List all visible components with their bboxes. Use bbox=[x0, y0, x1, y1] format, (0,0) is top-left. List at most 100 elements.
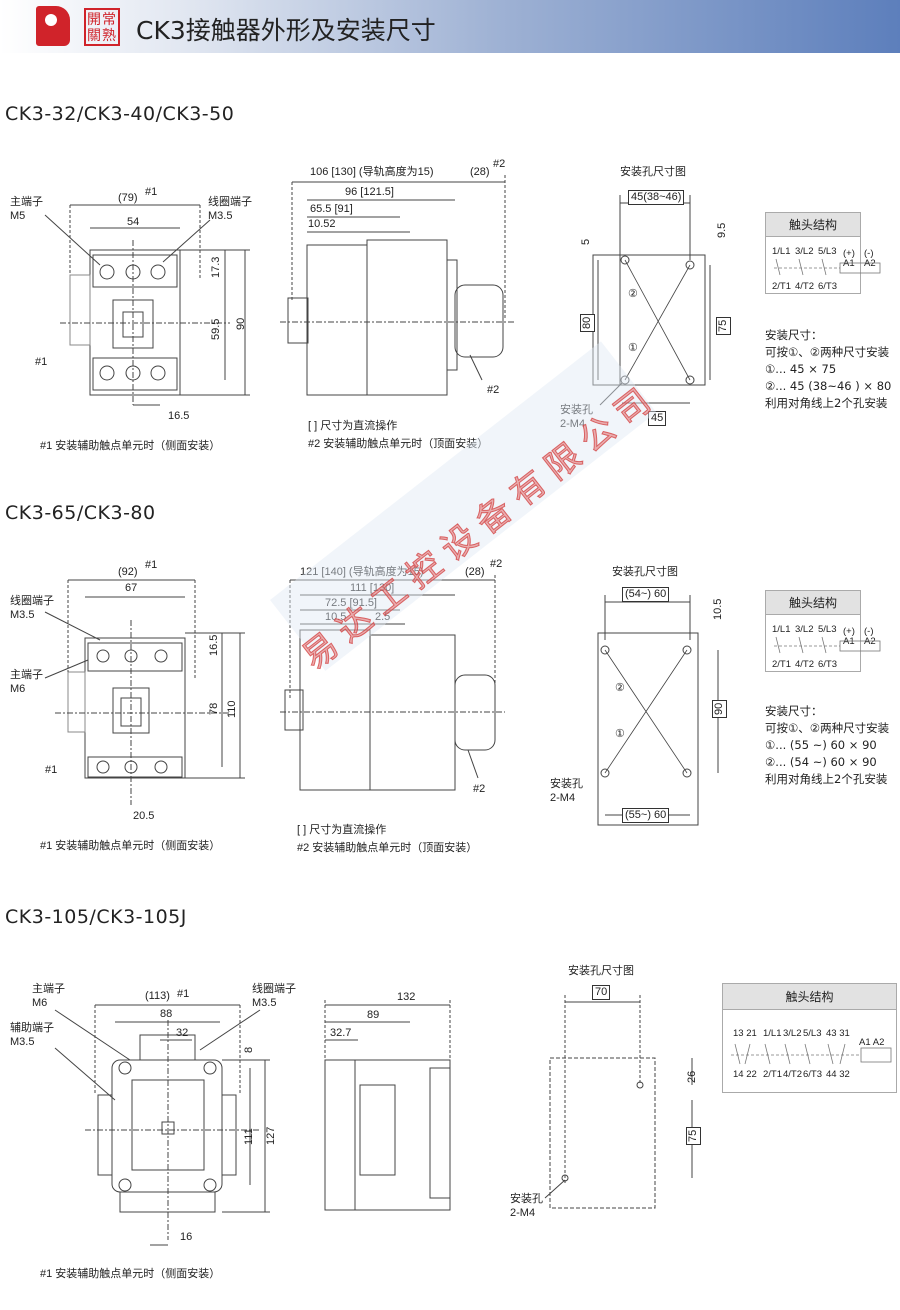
hole-label: 安装孔 bbox=[550, 778, 583, 790]
install-note-line: ①... (55 ~) 60 × 90 bbox=[765, 738, 877, 752]
coil-terminal: A1 bbox=[843, 636, 855, 647]
dim-note-2: #2 bbox=[493, 158, 506, 170]
dc-note: [ ] 尺寸为直流操作 bbox=[308, 420, 398, 432]
side-note-2: #2 bbox=[473, 783, 486, 795]
dim-75: 75 bbox=[686, 1126, 701, 1145]
terminal-label: 4/T2 bbox=[795, 659, 815, 670]
dim-106: 106 [130] (导轨高度为15) bbox=[310, 166, 434, 178]
dim-121: 121 [140] (导轨高度为15) bbox=[300, 566, 424, 578]
coil-polarity: (-) bbox=[864, 626, 874, 637]
hole-size: 2-M4 bbox=[550, 792, 576, 804]
hole-pattern-2: ② bbox=[628, 288, 638, 300]
terminal-label: 3/L2 bbox=[783, 1028, 802, 1039]
front-view-drawing bbox=[44, 175, 711, 406]
dim-65-5: 65.5 [91] bbox=[310, 203, 353, 215]
page-title: CK3接触器外形及安装尺寸 bbox=[136, 16, 436, 45]
coil-terminal-size: M3.5 bbox=[252, 997, 277, 1009]
dim-111: 111 bbox=[243, 1128, 255, 1145]
terminal-label: 3/L2 bbox=[795, 246, 814, 257]
terminal-label: 6/T3 bbox=[818, 281, 838, 292]
contact-structure-box: 触头结构 1/L1 3/L2 5/L3 (+) (-) A1 A2 2/T1 4… bbox=[765, 590, 881, 672]
terminal-label: 2/T1 bbox=[763, 1069, 783, 1080]
coil-terminal: A2 bbox=[864, 636, 876, 647]
install-note-line: ②... (54 ~) 60 × 90 bbox=[765, 755, 877, 769]
section-title: CK3-65/CK3-80 bbox=[5, 502, 156, 524]
dim-20-5: 20.5 bbox=[133, 810, 155, 822]
top-mount-note: #2 安装辅助触点单元时（顶面安装） bbox=[308, 438, 489, 450]
main-terminal-size: M5 bbox=[10, 210, 26, 222]
coil-terminal-label: 线圈端子 bbox=[10, 595, 54, 607]
brand-seal: 開常關熟 bbox=[84, 8, 120, 46]
dim-note-1: #1 bbox=[145, 559, 158, 571]
dim-96: 96 [121.5] bbox=[345, 186, 394, 198]
dim-45-38-46: 45(38~46) bbox=[628, 190, 685, 205]
contact-structure-title: 触头结构 bbox=[723, 984, 896, 1010]
hole-label: 安装孔 bbox=[560, 404, 593, 416]
contact-structure-box: 触头结构 1/L1 3/L2 5/L3 (+) (-) A1 A2 2/T1 4… bbox=[765, 212, 881, 294]
hole-size: 2-M4 bbox=[560, 418, 586, 430]
hole-pattern-2: ② bbox=[615, 682, 625, 694]
aux-terminal-label: 辅助端子 bbox=[10, 1022, 54, 1034]
terminal-label: 4/T2 bbox=[795, 281, 815, 292]
drawings-65-80 bbox=[44, 575, 719, 826]
dim-67: 67 bbox=[125, 582, 138, 594]
dim-92: (92) bbox=[118, 566, 138, 578]
install-note-line: 安装尺寸： bbox=[765, 328, 823, 342]
dim-89: 89 bbox=[367, 1009, 380, 1021]
coil-polarity: (+) bbox=[843, 248, 855, 259]
side-note-1: #1 bbox=[45, 764, 58, 776]
front-note: #1 安装辅助触点单元时（侧面安装） bbox=[40, 1268, 221, 1280]
hole-pattern-1: ① bbox=[615, 728, 625, 740]
contact-structure-title: 触头结构 bbox=[766, 213, 860, 237]
dim-111: 111 [130] bbox=[350, 582, 395, 594]
terminal-label: 5/L3 bbox=[818, 624, 837, 635]
aux-terminal-size: M3.5 bbox=[10, 1036, 35, 1048]
dim-28: (28) bbox=[470, 166, 490, 178]
terminal-label: 4/T2 bbox=[783, 1069, 803, 1080]
mount-title: 安装孔尺寸图 bbox=[612, 566, 678, 578]
dim-113: (113) bbox=[145, 990, 170, 1002]
brand-logo bbox=[36, 6, 70, 46]
install-note-line: ②... 45 (38~46 ) × 80 bbox=[765, 379, 892, 393]
main-terminal-label: 主端子 bbox=[10, 669, 43, 681]
dim-28: (28) bbox=[465, 566, 485, 578]
coil-terminal: A1 A2 bbox=[859, 1037, 885, 1048]
terminal-label: 2/T1 bbox=[772, 659, 792, 670]
side-note-1: #1 bbox=[35, 356, 48, 368]
coil-terminal: A1 bbox=[843, 258, 855, 269]
dim-127: 127 bbox=[265, 1126, 277, 1145]
terminal-label: 6/T3 bbox=[818, 659, 838, 670]
mount-title: 安装孔尺寸图 bbox=[620, 166, 686, 178]
dim-2-5: 2.5 bbox=[375, 611, 391, 623]
hole-label: 安装孔 bbox=[510, 1193, 543, 1205]
section-title: CK3-32/CK3-40/CK3-50 bbox=[5, 103, 235, 125]
install-note-line: 利用对角线上2个孔安装 bbox=[765, 772, 888, 786]
top-mount-note: #2 安装辅助触点单元时（顶面安装） bbox=[297, 842, 478, 854]
terminal-label: 1/L1 bbox=[772, 624, 791, 635]
header-banner: 開常關熟 CK3接触器外形及安装尺寸 bbox=[0, 0, 900, 53]
install-note-line: ①... 45 × 75 bbox=[765, 362, 837, 376]
main-terminal-size: M6 bbox=[10, 683, 26, 695]
coil-terminal: A2 bbox=[864, 258, 876, 269]
terminal-label: 5/L3 bbox=[818, 246, 837, 257]
coil-terminal-size: M3.5 bbox=[208, 210, 233, 222]
dim-45: 45 bbox=[648, 411, 667, 426]
terminal-label: 1/L1 bbox=[763, 1028, 782, 1039]
hole-size: 2-M4 bbox=[510, 1207, 536, 1219]
main-terminal-label: 主端子 bbox=[10, 196, 43, 208]
contact-structure-title: 触头结构 bbox=[766, 591, 860, 615]
terminal-label: 44 32 bbox=[826, 1069, 850, 1080]
dim-72-5: 72.5 [91.5] bbox=[325, 597, 377, 609]
dim-54-60: (54~) 60 bbox=[622, 587, 670, 602]
section-title: CK3-105/CK3-105J bbox=[5, 906, 187, 928]
terminal-label: 14 22 bbox=[733, 1069, 757, 1080]
front-note: #1 安装辅助触点单元时（侧面安装） bbox=[40, 440, 221, 452]
dim-note-2: #2 bbox=[490, 558, 503, 570]
dim-32-7: 32.7 bbox=[330, 1027, 352, 1039]
terminal-label: 6/T3 bbox=[803, 1069, 823, 1080]
terminal-label: 5/L3 bbox=[803, 1028, 822, 1039]
dim-26: 26 bbox=[686, 1070, 698, 1083]
dim-54: 54 bbox=[127, 216, 140, 228]
main-terminal-label: 主端子 bbox=[32, 983, 65, 995]
terminal-label: 2/T1 bbox=[772, 281, 792, 292]
